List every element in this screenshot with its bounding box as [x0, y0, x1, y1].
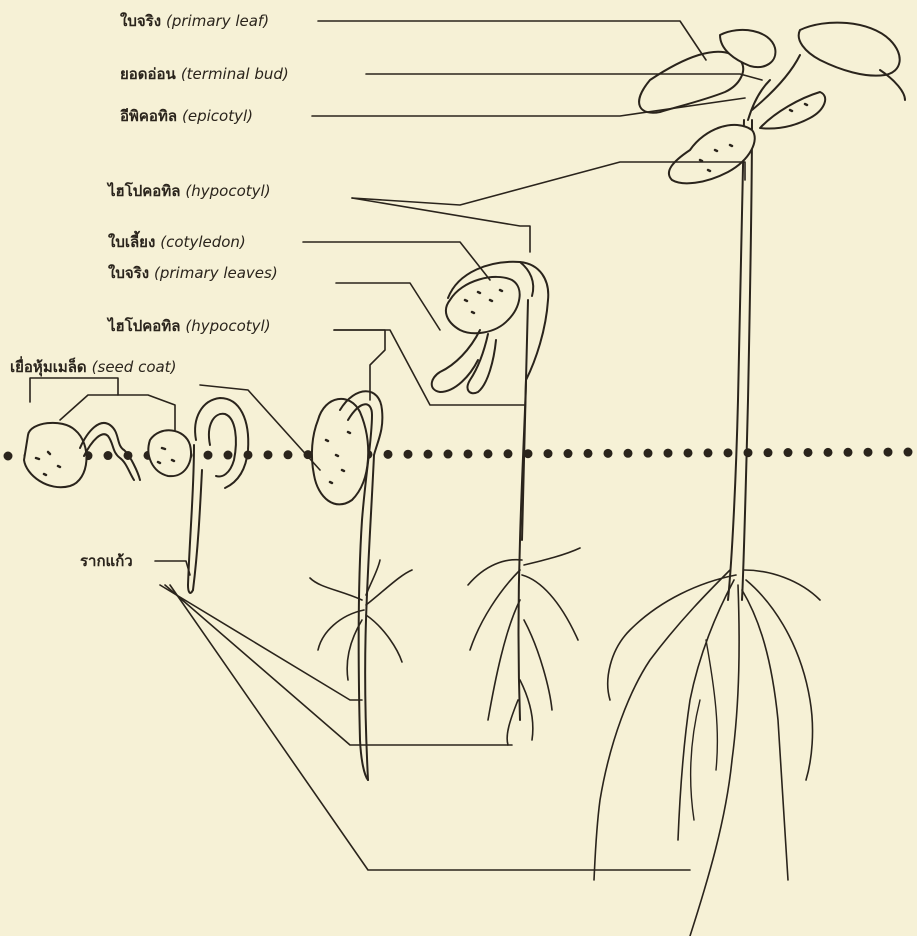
- seed-stage-1: [24, 423, 140, 487]
- label-cotyledon: ใบเลี้ยง (cotyledon): [108, 233, 246, 251]
- label-radicle-th: รากแก้ว: [80, 552, 133, 570]
- seed-stage-2: [148, 398, 248, 593]
- label-primary-leaves-th: ใบจริง: [108, 264, 149, 282]
- label-hypocotyl-mid-th: ไฮโปคอทิล: [108, 317, 180, 335]
- label-seed-coat: เยื่อหุ้มเมล็ด (seed coat): [10, 358, 176, 376]
- label-primary-leaf-th: ใบจริง: [120, 12, 161, 30]
- label-hypocotyl-top-th: ไฮโปคอทิล: [108, 182, 180, 200]
- label-terminal-bud-en: (terminal bud): [181, 65, 289, 83]
- leader-lines: [30, 21, 762, 870]
- seedling-stage-3: [310, 391, 412, 780]
- label-primary-leaves-en: (primary leaves): [154, 264, 278, 282]
- seedling-stage-5: [594, 23, 905, 936]
- label-hypocotyl-top: ไฮโปคอทิล (hypocotyl): [108, 182, 271, 200]
- label-primary-leaf: ใบจริง (primary leaf): [120, 12, 269, 30]
- label-primary-leaves: ใบจริง (primary leaves): [108, 264, 278, 282]
- soil-line: [8, 452, 912, 456]
- label-hypocotyl-mid: ไฮโปคอทิล (hypocotyl): [108, 317, 271, 335]
- label-seed-coat-th: เยื่อหุ้มเมล็ด: [10, 358, 87, 376]
- label-epicotyl-en: (epicotyl): [182, 107, 253, 125]
- label-terminal-bud: ยอดอ่อน (terminal bud): [120, 65, 289, 83]
- label-cotyledon-en: (cotyledon): [160, 233, 246, 251]
- label-hypocotyl-mid-en: (hypocotyl): [185, 317, 270, 335]
- label-hypocotyl-top-en: (hypocotyl): [185, 182, 270, 200]
- label-radicle: รากแก้ว: [80, 552, 133, 570]
- label-primary-leaf-en: (primary leaf): [166, 12, 269, 30]
- label-seed-coat-en: (seed coat): [92, 358, 177, 376]
- label-terminal-bud-th: ยอดอ่อน: [120, 65, 176, 83]
- label-cotyledon-th: ใบเลี้ยง: [108, 233, 155, 251]
- label-epicotyl-th: อีพิคอทิล: [120, 107, 177, 125]
- seedling-stage-4: [432, 262, 580, 745]
- label-epicotyl: อีพิคอทิล (epicotyl): [120, 107, 253, 125]
